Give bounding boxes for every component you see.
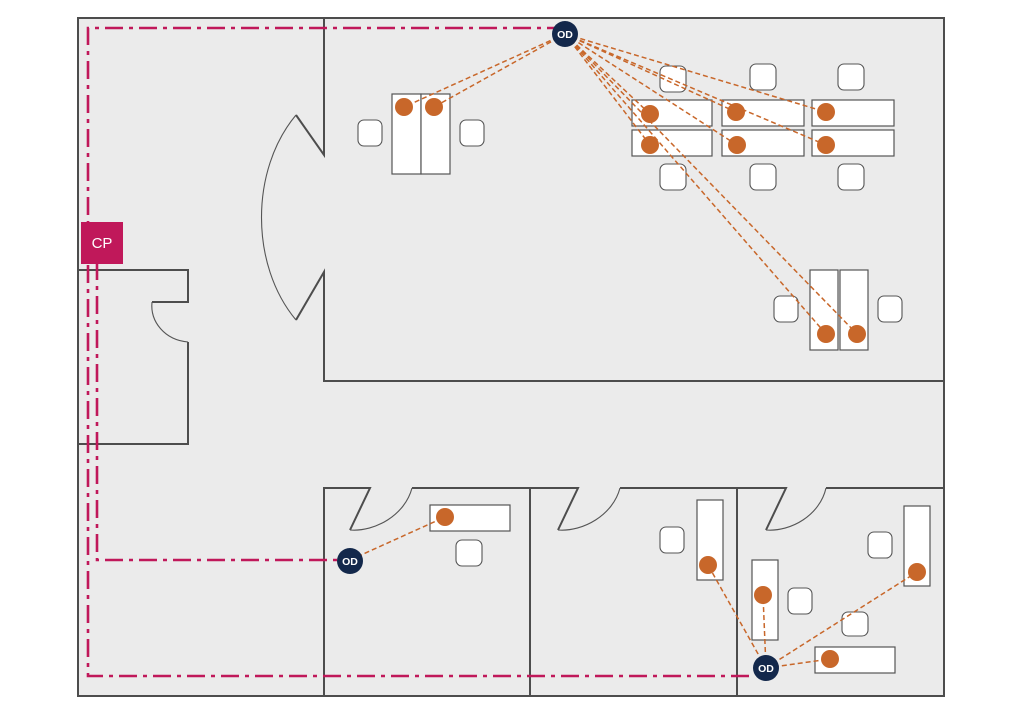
chair [455,539,483,567]
outlet-dot-icon [436,508,454,526]
chair [749,163,777,191]
od-node-office-3: OD [753,655,779,681]
outlet-dot-icon [817,136,835,154]
consolidation-point: CP [81,222,123,264]
outer-wall [77,17,945,697]
chair [837,163,865,191]
outlet-dot-icon [817,103,835,121]
od-node-top: OD [552,21,578,47]
outlet-dot-icon [641,105,659,123]
outlet-dot-icon [848,325,866,343]
chair [787,587,813,615]
od-node-icon [552,21,578,47]
outlet-dot-icon [727,103,745,121]
chair [659,163,687,191]
outlet-dot-icon [425,98,443,116]
od-label: OD [557,29,573,41]
outlet-dot-icon [817,325,835,343]
od-node-icon [753,655,779,681]
chair [877,295,903,323]
chair [841,611,869,637]
od-node-icon [337,548,363,574]
chair [867,531,893,559]
outlet-dot-icon [754,586,772,604]
chair [773,295,799,323]
outlet-dot-icon [728,136,746,154]
cp-label: CP [92,235,113,252]
od-label: OD [758,663,774,675]
outlet-dot-icon [908,563,926,581]
outlets [395,98,926,668]
bottom-offices-walls [323,487,944,696]
outlet-dot-icon [699,556,717,574]
chair [357,119,383,147]
storage-room-walls [78,269,189,445]
cp-box-icon [81,222,123,264]
outlet-dot-icon [821,650,839,668]
chair [749,63,777,91]
chair [659,526,685,554]
od-label: OD [342,556,358,568]
od-node-office-1: OD [337,548,363,574]
open-office-walls [260,18,944,382]
outlet-dot-icon [395,98,413,116]
chair [837,63,865,91]
outlet-dot-icon [641,136,659,154]
backbone-cabling [86,26,752,678]
chair [459,119,485,147]
